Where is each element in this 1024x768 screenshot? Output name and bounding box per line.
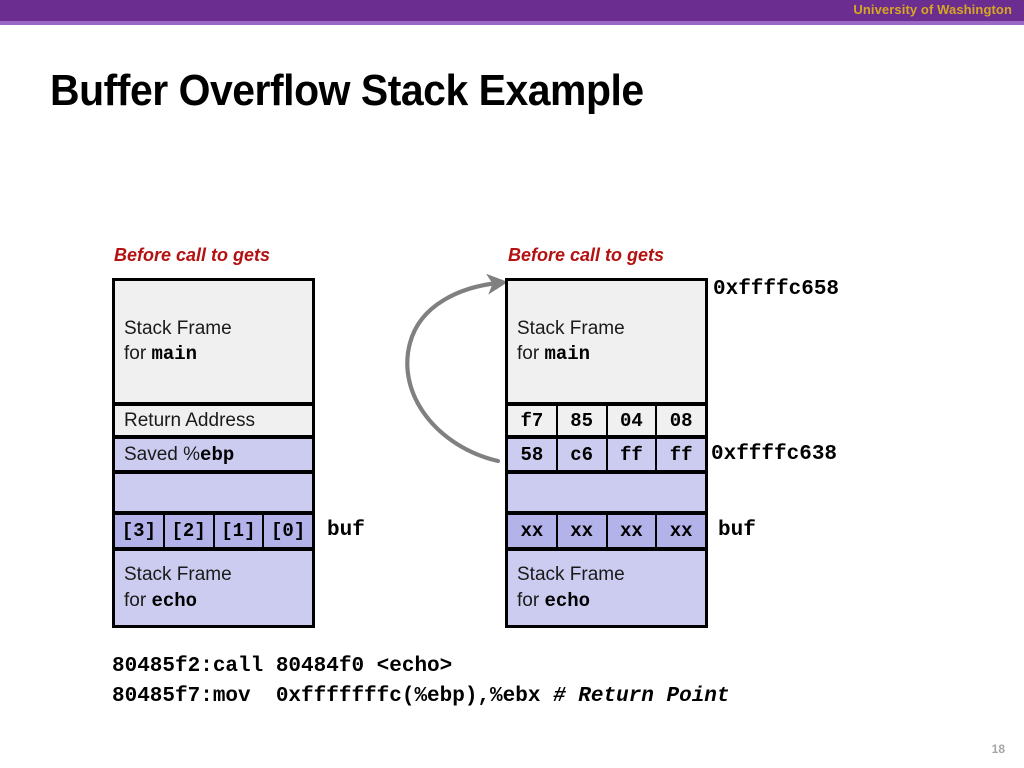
main-frame-text: Stack Frame for main bbox=[508, 316, 625, 368]
main-frame-line1: Stack Frame bbox=[517, 317, 625, 339]
row-echo-frame: Stack Frame for echo bbox=[508, 549, 705, 625]
code-line-1: 80485f2:call 80484f0 <echo> bbox=[112, 655, 453, 678]
main-frame-text: Stack Frame for main bbox=[115, 316, 232, 368]
caption-left-diagram: Before call to gets bbox=[114, 245, 271, 265]
echo-frame-line2-prefix: for bbox=[124, 589, 152, 611]
buf-label-right: buf bbox=[718, 519, 756, 542]
row-return-address-bytes: f7 85 04 08 bbox=[508, 404, 705, 437]
saved-ebp-register: ebp bbox=[200, 443, 235, 466]
saved-ebp-byte: ff bbox=[669, 443, 693, 466]
page-title: Buffer Overflow Stack Example bbox=[50, 66, 644, 115]
return-address-byte: 04 bbox=[608, 406, 658, 435]
address-label-saved-ebp: 0xffffc638 bbox=[711, 443, 838, 466]
disassembly-code: 80485f2:call 80484f0 <echo> 80485f7:mov … bbox=[112, 652, 730, 713]
header-bar bbox=[0, 0, 1024, 21]
organization-label: University of Washington bbox=[853, 2, 1012, 17]
buf-cell: xx bbox=[558, 515, 608, 547]
buf-label-left: buf bbox=[327, 519, 365, 542]
main-frame-line1: Stack Frame bbox=[124, 317, 232, 339]
return-address-byte: 08 bbox=[669, 409, 693, 432]
return-address-byte: f7 bbox=[508, 406, 558, 435]
buf-cell: xx bbox=[669, 520, 693, 542]
row-padding bbox=[115, 472, 312, 513]
stack-diagram-after: Stack Frame for main f7 85 04 08 58 c6 f… bbox=[505, 278, 708, 628]
code-line-2: 80485f7:mov 0xfffffffc(%ebp),%ebx bbox=[112, 685, 554, 709]
saved-ebp-byte: c6 bbox=[558, 439, 608, 470]
row-main-frame: Stack Frame for main bbox=[508, 281, 705, 404]
echo-frame-line2-prefix: for bbox=[517, 589, 545, 611]
echo-frame-text: Stack Frame for echo bbox=[508, 562, 625, 614]
buf-cell: [1] bbox=[215, 515, 265, 547]
echo-frame-function-name: echo bbox=[544, 589, 591, 612]
main-frame-function-name: main bbox=[151, 343, 198, 365]
buf-cell: [2] bbox=[165, 515, 215, 547]
buf-cell: [0] bbox=[271, 520, 306, 542]
main-frame-line2-prefix: for bbox=[517, 343, 545, 364]
stack-diagram-before: Stack Frame for main Return Address Save… bbox=[112, 278, 315, 628]
row-saved-ebp-bytes: 58 c6 ff ff bbox=[508, 437, 705, 472]
return-address-byte: 85 bbox=[558, 406, 608, 435]
row-buf-cells: xx xx xx xx bbox=[508, 513, 705, 549]
saved-ebp-text: Saved %ebp bbox=[115, 444, 234, 466]
row-padding bbox=[508, 472, 705, 513]
echo-frame-function-name: echo bbox=[151, 589, 198, 612]
header-accent-strip bbox=[0, 21, 1024, 25]
address-label-top: 0xffffc658 bbox=[713, 278, 840, 301]
saved-ebp-byte: ff bbox=[608, 439, 658, 470]
row-saved-ebp: Saved %ebp bbox=[115, 437, 312, 472]
buf-cell: [3] bbox=[115, 515, 165, 547]
echo-frame-line1: Stack Frame bbox=[124, 564, 232, 586]
page-number: 18 bbox=[991, 742, 1005, 756]
echo-frame-line1: Stack Frame bbox=[517, 564, 625, 586]
row-main-frame: Stack Frame for main bbox=[115, 281, 312, 404]
buf-cell: xx bbox=[608, 515, 658, 547]
main-frame-function-name: main bbox=[544, 343, 591, 365]
buf-cell: xx bbox=[508, 515, 558, 547]
main-frame-line2-prefix: for bbox=[124, 343, 152, 364]
echo-frame-text: Stack Frame for echo bbox=[115, 562, 232, 614]
saved-ebp-prefix: Saved % bbox=[124, 443, 201, 465]
overflow-curved-arrow bbox=[405, 273, 509, 464]
saved-ebp-byte: 58 bbox=[508, 439, 558, 470]
return-address-label: Return Address bbox=[124, 409, 255, 431]
row-echo-frame: Stack Frame for echo bbox=[115, 549, 312, 625]
caption-right-diagram: Before call to gets bbox=[508, 245, 665, 265]
row-buf-cells: [3] [2] [1] [0] bbox=[115, 513, 312, 549]
code-line-2-comment: # Return Point bbox=[553, 685, 730, 709]
row-return-address: Return Address bbox=[115, 404, 312, 437]
